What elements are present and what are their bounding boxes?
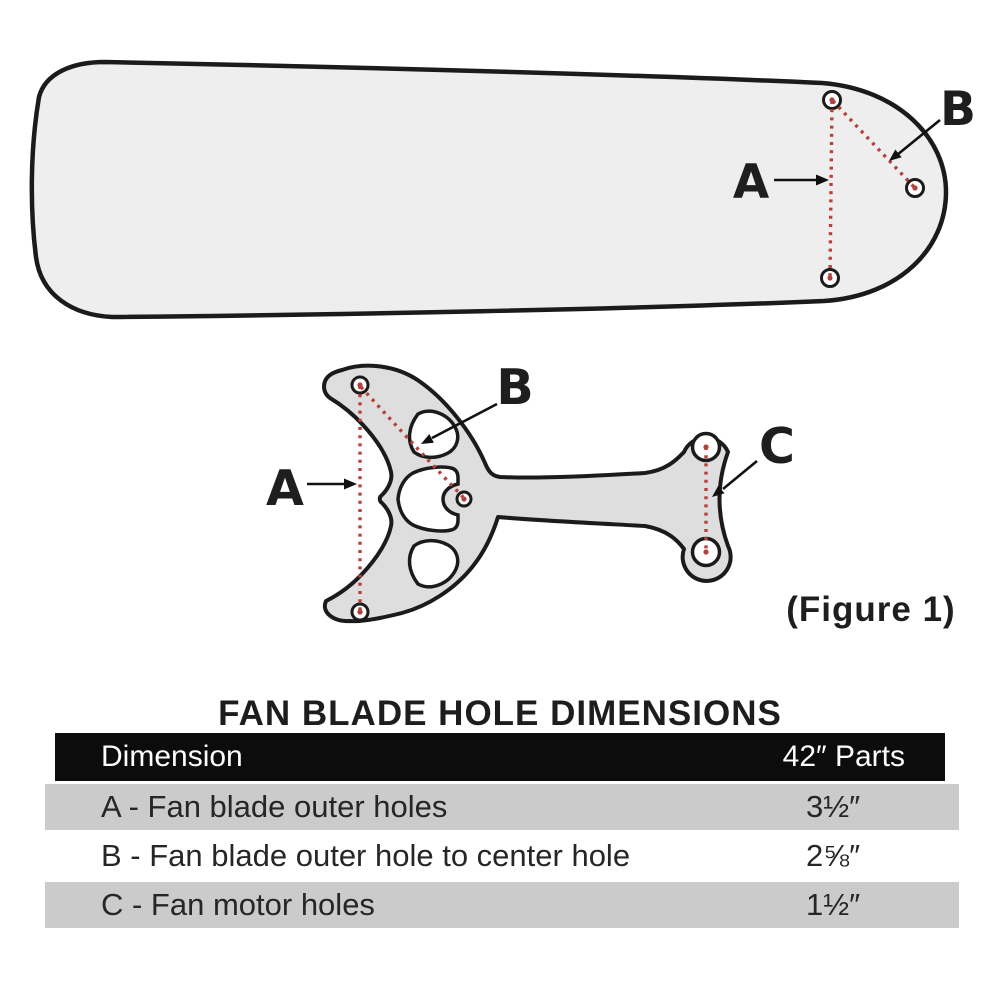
blade-dimension-b-dotted-line bbox=[831, 99, 916, 189]
motor-hole-center-dot bbox=[703, 444, 709, 450]
table-row: A - Fan blade outer holes 3½″ bbox=[45, 784, 959, 830]
blade-label-b-arrow-line bbox=[896, 118, 941, 157]
row-dimension-label: A - Fan blade outer holes bbox=[101, 789, 448, 824]
blade-label-a-arrowhead bbox=[816, 174, 829, 186]
bracket-cutout-center bbox=[396, 465, 460, 533]
table-row: C - Fan motor holes 1½″ bbox=[45, 882, 959, 928]
figure-caption: (Figure 1) bbox=[786, 590, 955, 629]
blade-label-b: B bbox=[940, 82, 976, 137]
bracket-cutout-top bbox=[407, 409, 460, 460]
row-dimension-label: C - Fan motor holes bbox=[101, 887, 375, 922]
bracket-label-c: C bbox=[759, 418, 795, 475]
row-dimension-value: 3½″ bbox=[806, 789, 861, 824]
row-dimension-value: 2⅝″ bbox=[806, 838, 861, 873]
column-header-parts: 42″ Parts bbox=[782, 740, 905, 773]
table-title: FAN BLADE HOLE DIMENSIONS bbox=[218, 694, 782, 733]
bracket-hole-center-dot bbox=[461, 496, 467, 502]
bracket-label-b-arrowhead bbox=[421, 434, 434, 444]
bracket-label-a-arrowhead bbox=[344, 478, 357, 490]
row-dimension-label: B - Fan blade outer hole to center hole bbox=[101, 838, 631, 873]
bracket-label-b: B bbox=[496, 359, 533, 416]
column-header-dimension: Dimension bbox=[101, 740, 243, 773]
table-header-row: Dimension 42″ Parts bbox=[55, 733, 945, 781]
bracket-label-a: A bbox=[266, 460, 304, 517]
blade-hole-center-dot bbox=[912, 185, 918, 191]
bracket-hole-center-dot bbox=[357, 382, 363, 388]
motor-hole-center-dot bbox=[703, 549, 709, 555]
bracket-label-c-arrow-line bbox=[722, 459, 758, 491]
fan-blade-shape bbox=[29, 59, 949, 320]
dimensions-table: Dimension 42″ Parts A - Fan blade outer … bbox=[45, 733, 959, 928]
fan-blade-figure: A B A B C (Figure 1) bbox=[29, 59, 976, 629]
bracket-hole-center-dot bbox=[357, 609, 363, 615]
blade-label-a: A bbox=[733, 155, 770, 210]
bracket-cutout-bottom bbox=[407, 538, 460, 589]
bracket-label-c-arrowhead bbox=[712, 485, 725, 497]
blade-hole-center-dot bbox=[827, 275, 833, 281]
row-dimension-value: 1½″ bbox=[806, 887, 861, 922]
blade-hole-center-dot bbox=[829, 97, 835, 103]
table-row: B - Fan blade outer hole to center hole … bbox=[45, 833, 959, 879]
blade-label-b-arrowhead bbox=[889, 149, 902, 161]
bracket-label-b-arrow-line bbox=[431, 402, 498, 440]
